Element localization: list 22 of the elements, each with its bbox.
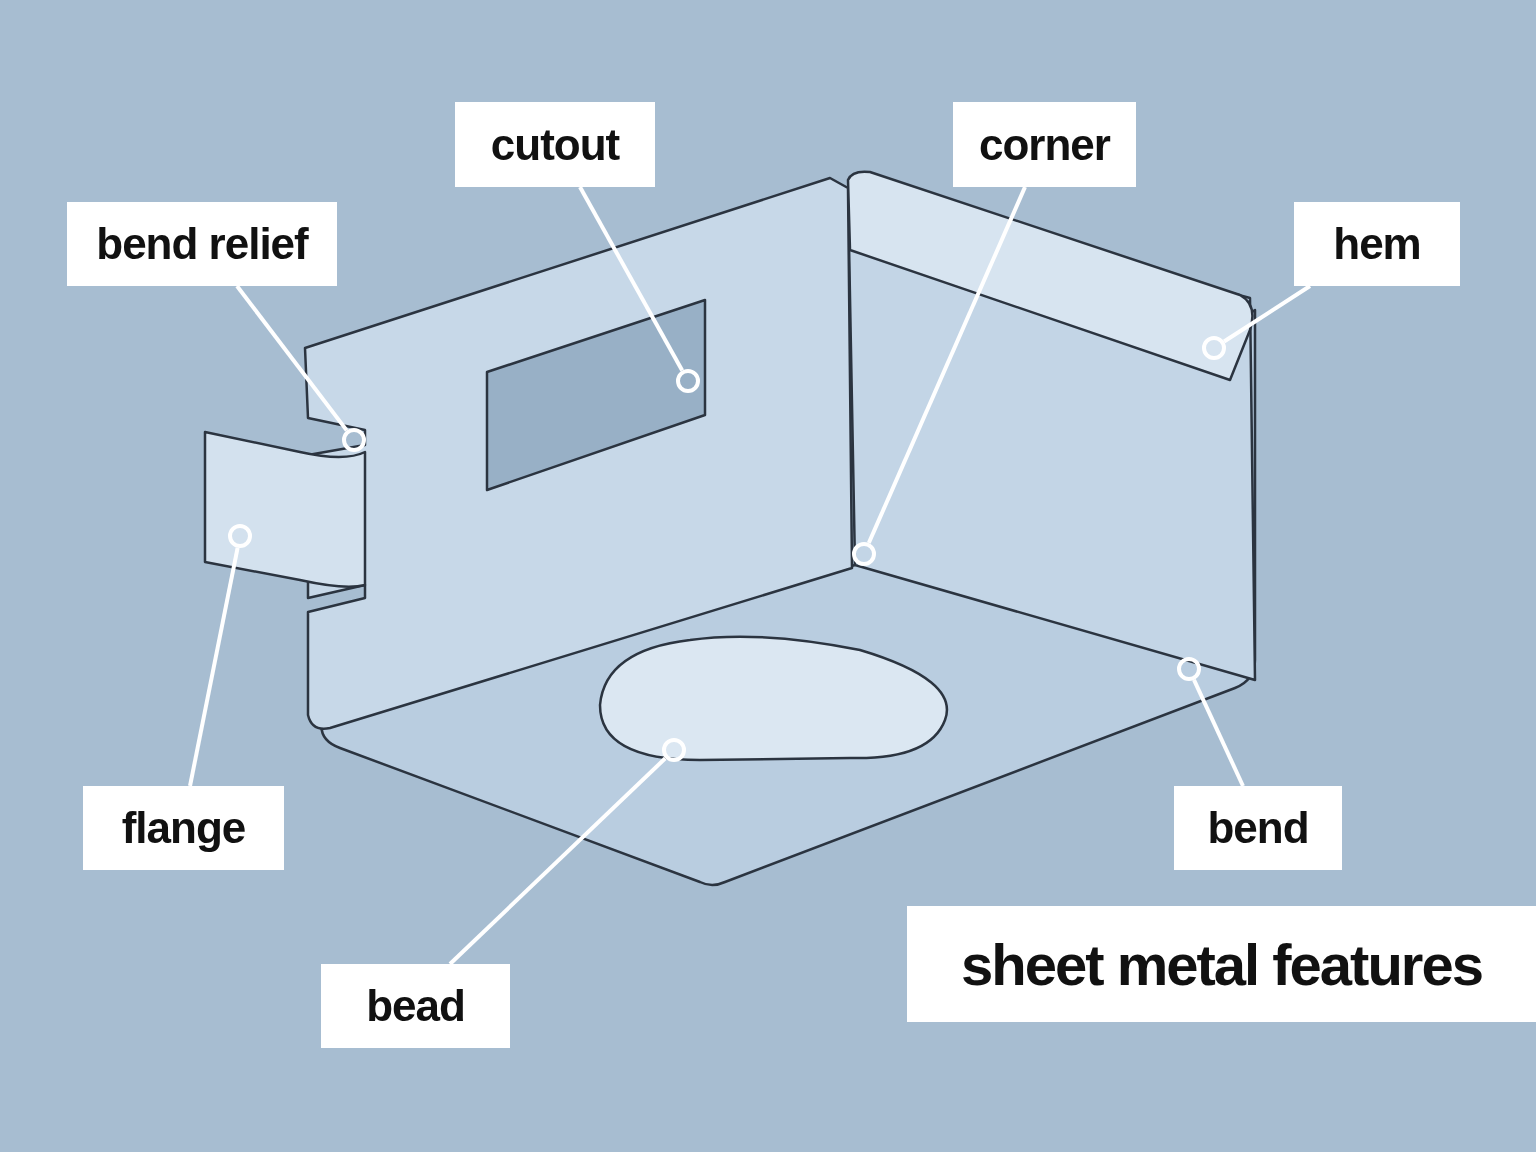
part-label: hem — [1294, 202, 1460, 286]
part-label: bend relief — [67, 202, 337, 286]
part-label: bend — [1174, 786, 1342, 870]
marker-ring — [852, 542, 876, 566]
leader-line — [1192, 679, 1245, 787]
marker-ring — [342, 428, 366, 452]
leader-line — [235, 284, 349, 432]
marker-ring — [676, 369, 700, 393]
leader-line — [448, 756, 667, 966]
title: sheet metal features — [907, 906, 1536, 1022]
leader-line — [578, 186, 684, 372]
marker-ring — [662, 738, 686, 762]
part-label: bead — [321, 964, 510, 1048]
marker-ring — [228, 524, 252, 548]
marker-ring — [1202, 336, 1226, 360]
part-label: cutout — [455, 102, 655, 187]
marker-ring — [1177, 657, 1201, 681]
leader-line — [866, 186, 1027, 544]
leader-line — [188, 547, 240, 787]
leader-line — [1223, 284, 1312, 344]
part-label: corner — [953, 102, 1136, 187]
part-label: flange — [83, 786, 284, 870]
